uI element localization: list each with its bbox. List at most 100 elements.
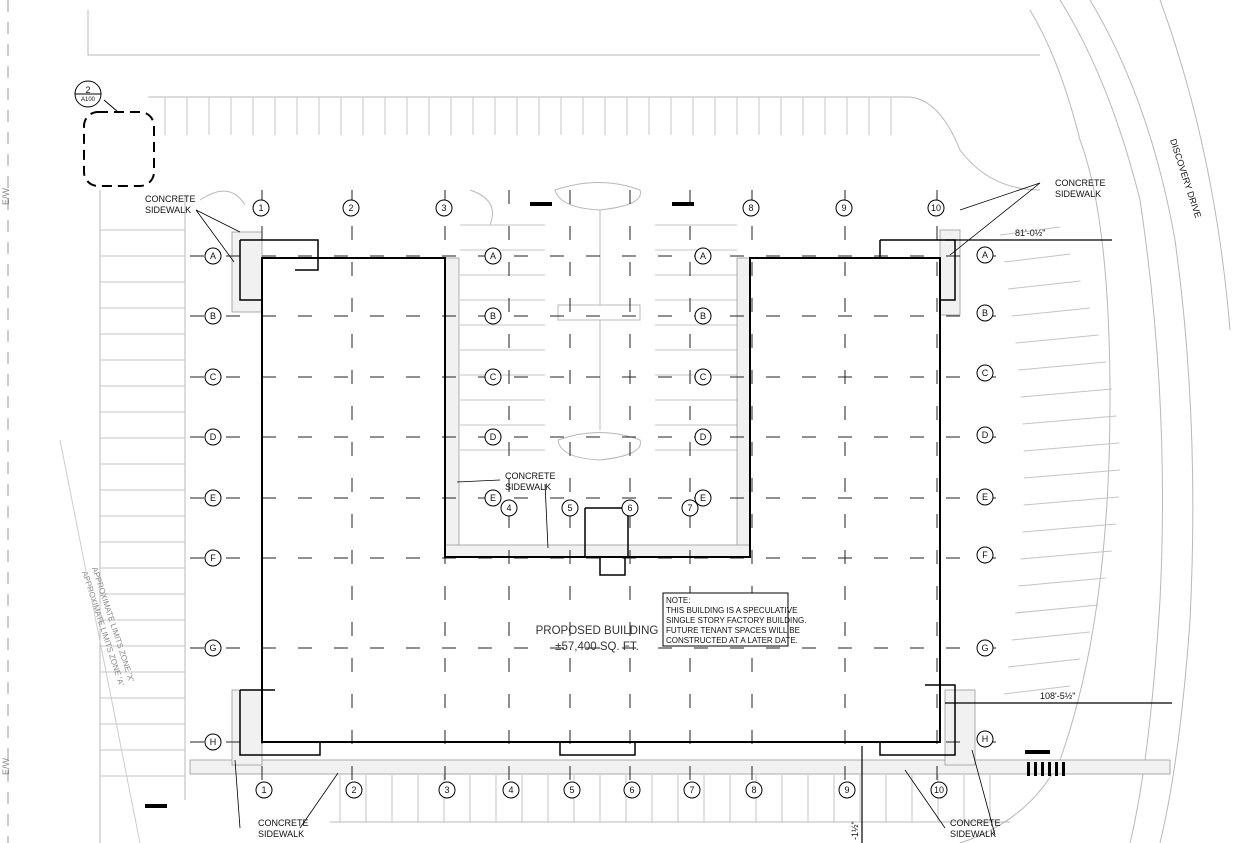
grid-bubble-label: 4	[506, 503, 511, 513]
dimension-bottom: -1½"	[850, 821, 860, 840]
grid-bubble-label: D	[210, 432, 217, 442]
grid-bubble-col-4: 4	[502, 781, 520, 799]
grid-bubble-label: C	[700, 372, 707, 382]
detail-area-boundary	[83, 111, 155, 187]
detail-number: 2	[85, 85, 90, 95]
sidewalk-label-line1: CONCRETE	[1055, 178, 1106, 188]
stall-line	[1003, 685, 1071, 695]
note-line: FUTURE TENANT SPACES WILL BE	[666, 626, 800, 635]
ew-mark: E/W	[1, 187, 11, 205]
grid-bubble-label: G	[981, 643, 988, 653]
grid-bubble-col-6: 6	[621, 499, 639, 517]
grid-bubble-label: 7	[687, 503, 692, 513]
grid-bubble-label: D	[490, 432, 497, 442]
note-line: CONSTRUCTED AT A LATER DATE.	[666, 636, 798, 645]
grid-bubble-row-C: C	[694, 368, 712, 386]
grid-bubble-col-7: 7	[681, 499, 699, 517]
sidewalk-label: CONCRETE SIDEWALK	[505, 471, 556, 492]
grid-bubble-label: A	[700, 251, 706, 261]
grid-bubble-col-1: 1	[255, 781, 273, 799]
grid-bubble-label: C	[210, 372, 217, 382]
grid-bubble-label: 4	[508, 785, 513, 795]
grid-bubble-label: 8	[748, 203, 753, 213]
grid-bubble-col-4: 4	[500, 499, 518, 517]
stall-line	[1018, 577, 1106, 587]
grid-bubble-row-D: D	[976, 426, 994, 444]
grid-bubble-label: 2	[351, 785, 356, 795]
grid-bubble-label: 8	[751, 785, 756, 795]
grid-bubble-row-D: D	[204, 428, 222, 446]
stall-line	[1022, 415, 1117, 425]
grid-bubble-label: A	[490, 251, 496, 261]
grid-bubble-col-7: 7	[683, 781, 701, 799]
grid-bubble-row-D: D	[484, 428, 502, 446]
note-line: SINGLE STORY FACTORY BUILDING.	[666, 616, 807, 625]
grid-bubble-label: C	[982, 368, 989, 378]
grid-bubble-row-C: C	[204, 368, 222, 386]
grid-bubble-row-C: C	[976, 364, 994, 382]
grid-bubble-label: 5	[567, 503, 572, 513]
sidewalk-label-line1: CONCRETE	[145, 194, 196, 204]
grid-bubble-label: 7	[689, 785, 694, 795]
note-title: NOTE:	[666, 596, 690, 605]
concrete-sidewalks	[189, 229, 1171, 775]
grid-bubble-label: 1	[258, 203, 263, 213]
dimension-lines	[861, 239, 1172, 843]
sidewalk-label-line1: CONCRETE	[505, 471, 556, 481]
parking-stalls	[100, 97, 1121, 822]
stall-line	[1011, 631, 1090, 641]
sidewalk-callouts	[195, 182, 1041, 836]
grid-bubble-label: G	[209, 643, 216, 653]
grid-bubble-row-A: A	[484, 247, 502, 265]
grid-bubble-label: B	[982, 308, 988, 318]
sidewalk-label: CONCRETE SIDEWALK	[258, 818, 309, 839]
grid-bubble-label: 9	[841, 203, 846, 213]
grid-bubble-row-B: B	[976, 304, 994, 322]
grid-bubble-row-H: H	[976, 730, 994, 748]
stall-line	[1023, 442, 1120, 452]
grid-bubble-label: E	[982, 492, 988, 502]
grid-bubble-label: D	[982, 430, 989, 440]
detail-callout: 2 A100	[74, 80, 102, 108]
grid-bubble-col-1: 1	[252, 199, 270, 217]
grid-bubble-row-A: A	[976, 246, 994, 264]
grid-bubble-label: 6	[629, 785, 634, 795]
stall-line	[1023, 496, 1120, 506]
stall-line	[1022, 523, 1117, 533]
grid-bubble-label: F	[982, 550, 988, 560]
grid-bubble-label: B	[210, 311, 216, 321]
sidewalk-label: CONCRETE SIDEWALK	[145, 194, 196, 215]
building-area: ±57,400 SQ. FT.	[555, 641, 639, 653]
stall-line	[1004, 253, 1071, 263]
grid-bubble-label: B	[490, 311, 496, 321]
grid-bubble-row-C: C	[484, 368, 502, 386]
grid-bubble-row-B: B	[204, 307, 222, 325]
stall-line	[1020, 550, 1112, 560]
grid-bubble-col-9: 9	[835, 199, 853, 217]
grid-bubble-col-2: 2	[342, 199, 360, 217]
sidewalk-label-line2: SIDEWALK	[145, 205, 191, 215]
grid-bubble-label: 10	[934, 785, 944, 795]
grid-bubble-label: E	[700, 493, 706, 503]
grid-bubble-row-E: E	[976, 488, 994, 506]
stall-line	[1008, 280, 1081, 290]
stall-line	[999, 226, 1061, 236]
sidewalk-label-line1: CONCRETE	[258, 818, 309, 828]
note-line: THIS BUILDING IS A SPECULATIVE	[666, 606, 797, 615]
building-corner-bumps	[239, 239, 956, 756]
building-outline	[261, 257, 941, 743]
grid-bubble-row-G: G	[976, 639, 994, 657]
stall-line	[1015, 334, 1099, 344]
stall-line	[1011, 307, 1091, 317]
sidewalk-label-line1: CONCRETE	[950, 818, 1001, 828]
grid-bubble-label: 5	[569, 785, 574, 795]
grid-bubble-row-G: G	[204, 639, 222, 657]
grid-bubble-row-B: B	[484, 307, 502, 325]
zone-boundary	[59, 439, 141, 843]
dimension-top-right: 81'-0½"	[1015, 228, 1045, 238]
sidewalk-label-line2: SIDEWALK	[950, 829, 996, 839]
stall-line	[1008, 658, 1081, 668]
stall-line	[1018, 361, 1107, 371]
grid-bubble-label: H	[982, 734, 989, 744]
